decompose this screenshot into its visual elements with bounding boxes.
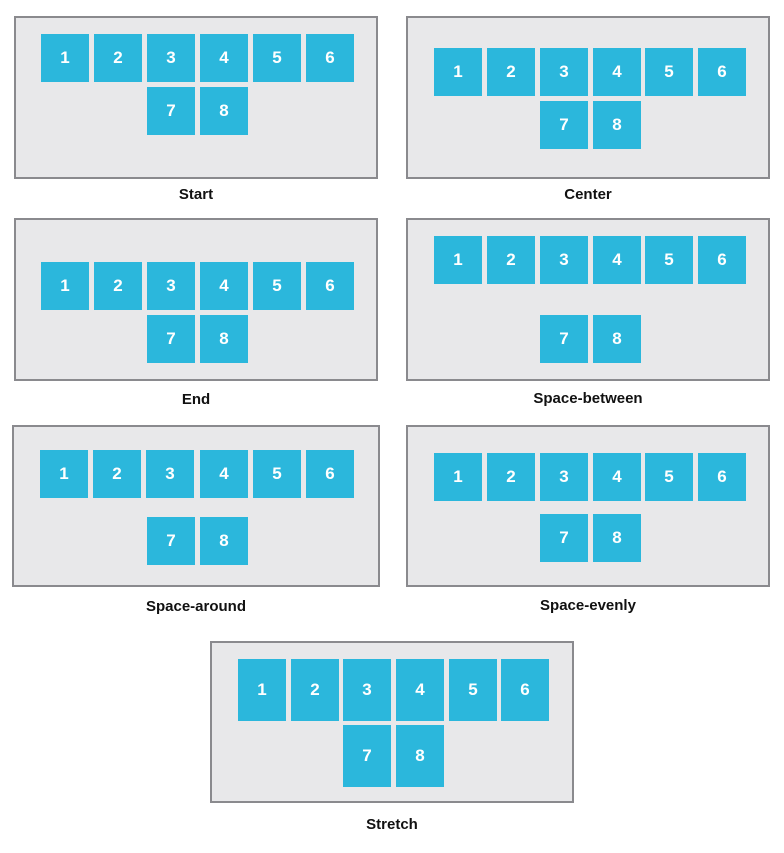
flex-item: 7 — [540, 315, 588, 363]
panel-caption: Center — [564, 186, 612, 203]
flex-item: 7 — [147, 315, 195, 363]
flex-item: 5 — [645, 48, 693, 96]
flex-item: 5 — [645, 453, 693, 501]
flex-item: 5 — [253, 34, 301, 82]
flex-item: 1 — [41, 262, 89, 310]
flex-item: 7 — [147, 87, 195, 135]
flex-item: 2 — [487, 453, 535, 501]
flex-item: 3 — [540, 453, 588, 501]
flex-item: 8 — [593, 315, 641, 363]
panel-caption: Stretch — [366, 816, 418, 833]
flex-container: 1 2 3 4 5 6 7 8 — [14, 218, 378, 381]
flex-item: 3 — [540, 48, 588, 96]
flex-item: 4 — [200, 262, 248, 310]
flex-item: 8 — [200, 315, 248, 363]
flex-item: 1 — [41, 34, 89, 82]
flex-item: 6 — [501, 659, 549, 721]
flex-item: 8 — [593, 514, 641, 562]
flex-item: 2 — [93, 450, 141, 498]
flex-item: 2 — [487, 236, 535, 284]
flex-item: 2 — [94, 262, 142, 310]
flex-item: 1 — [434, 453, 482, 501]
flex-item: 5 — [253, 262, 301, 310]
flex-item: 4 — [593, 453, 641, 501]
panel-caption: Space-evenly — [540, 597, 636, 614]
flex-container: 1 2 3 4 5 6 7 8 — [12, 425, 380, 587]
flex-item: 6 — [306, 450, 354, 498]
flex-item: 3 — [147, 262, 195, 310]
flex-container: 1 2 3 4 5 6 7 8 — [406, 16, 770, 179]
panel-end: 1 2 3 4 5 6 7 8 End — [14, 218, 378, 418]
flex-item: 5 — [253, 450, 301, 498]
panel-space-around: 1 2 3 4 5 6 7 8 Space-around — [12, 425, 380, 620]
flex-item: 2 — [94, 34, 142, 82]
flex-item: 1 — [434, 236, 482, 284]
panel-caption: End — [181, 391, 211, 408]
flex-item: 8 — [396, 725, 444, 787]
flex-item: 8 — [200, 517, 248, 565]
flex-item: 6 — [698, 48, 746, 96]
panel-space-evenly: 1 2 3 4 5 6 7 8 Space-evenly — [406, 425, 770, 620]
panel-caption: Space-between — [533, 390, 643, 407]
flex-item: 4 — [396, 659, 444, 721]
flex-container: 1 2 3 4 5 6 7 8 — [210, 641, 574, 803]
flex-item: 7 — [540, 514, 588, 562]
flex-item: 4 — [593, 236, 641, 284]
flex-container: 1 2 3 4 5 6 7 8 — [14, 16, 378, 179]
flex-item: 3 — [343, 659, 391, 721]
flex-item: 3 — [146, 450, 194, 498]
flex-item: 6 — [698, 236, 746, 284]
panel-center: 1 2 3 4 5 6 7 8 Center — [406, 16, 770, 216]
flex-item: 4 — [593, 48, 641, 96]
panel-stretch: 1 2 3 4 5 6 7 8 Stretch — [210, 641, 574, 841]
flex-item: 7 — [147, 517, 195, 565]
flex-item: 1 — [238, 659, 286, 721]
flex-container: 1 2 3 4 5 6 7 8 — [406, 218, 770, 381]
flex-item: 8 — [593, 101, 641, 149]
flex-item: 4 — [200, 450, 248, 498]
flex-container: 1 2 3 4 5 6 7 8 — [406, 425, 770, 587]
flex-item: 6 — [306, 34, 354, 82]
flex-item: 6 — [698, 453, 746, 501]
flex-item: 3 — [540, 236, 588, 284]
flex-item: 5 — [645, 236, 693, 284]
flex-item: 8 — [200, 87, 248, 135]
flex-item: 1 — [40, 450, 88, 498]
panel-caption: Start — [178, 186, 214, 203]
flex-item: 2 — [487, 48, 535, 96]
flex-item: 2 — [291, 659, 339, 721]
flex-item: 1 — [434, 48, 482, 96]
panel-space-between: 1 2 3 4 5 6 7 8 Space-between — [406, 218, 770, 418]
flex-item: 7 — [343, 725, 391, 787]
panel-start: 1 2 3 4 5 6 7 8 Start — [14, 16, 378, 216]
flex-item: 7 — [540, 101, 588, 149]
panel-caption: Space-around — [145, 598, 247, 615]
flex-item: 6 — [306, 262, 354, 310]
flex-item: 5 — [449, 659, 497, 721]
flex-item: 3 — [147, 34, 195, 82]
flex-item: 4 — [200, 34, 248, 82]
